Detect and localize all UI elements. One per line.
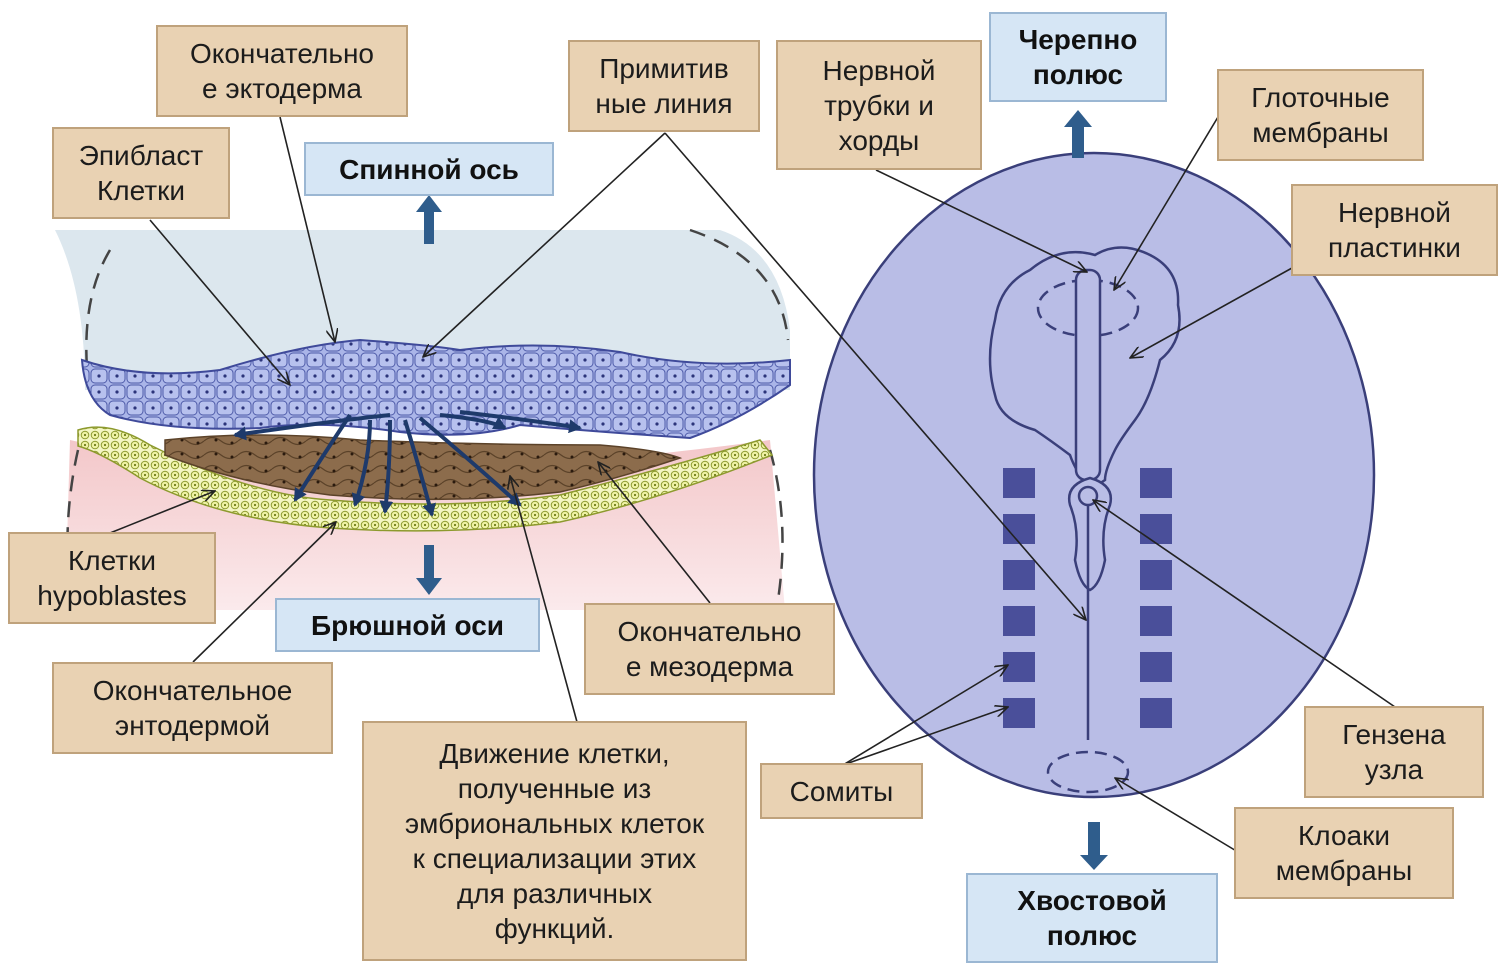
label-definitive-mesoderm: Окончательно е мезодерма — [584, 603, 835, 695]
axis-cranial: Черепно полюс — [989, 12, 1167, 102]
label-definitive-ectoderm: Окончательно е эктодерма — [156, 25, 408, 117]
label-primitive-streak: Примитив ные линия — [568, 40, 760, 132]
axis-ventral: Брюшной оси — [275, 598, 540, 652]
label-hensen-node: Гензена узла — [1304, 706, 1484, 798]
caudal-axis-arrow — [1080, 822, 1108, 870]
cranial-axis-arrow — [1064, 110, 1092, 158]
label-pharyngeal-membrane: Глоточные мембраны — [1217, 69, 1424, 161]
axis-dorsal: Спинной ось — [304, 142, 554, 196]
hensen-node-circle — [1079, 487, 1097, 505]
label-cloacal-membrane: Клоаки мембраны — [1234, 807, 1454, 899]
label-neural-tube-notochord: Нервной трубки и хорды — [776, 40, 982, 170]
label-cell-movement: Движение клетки, полученные из эмбрионал… — [362, 721, 747, 961]
label-definitive-endoderm: Окончательное энтодермой — [52, 662, 333, 754]
axis-caudal: Хвостовой полюс — [966, 873, 1218, 963]
notochord — [1076, 270, 1100, 480]
label-epiblast-cells: Эпибласт Клетки — [52, 127, 230, 219]
label-neural-plate: Нервной пластинки — [1291, 184, 1498, 276]
label-hypoblast-cells: Клетки hypoblastes — [8, 532, 216, 624]
label-somites: Сомиты — [760, 763, 923, 819]
leader-cloacal — [1115, 778, 1238, 852]
